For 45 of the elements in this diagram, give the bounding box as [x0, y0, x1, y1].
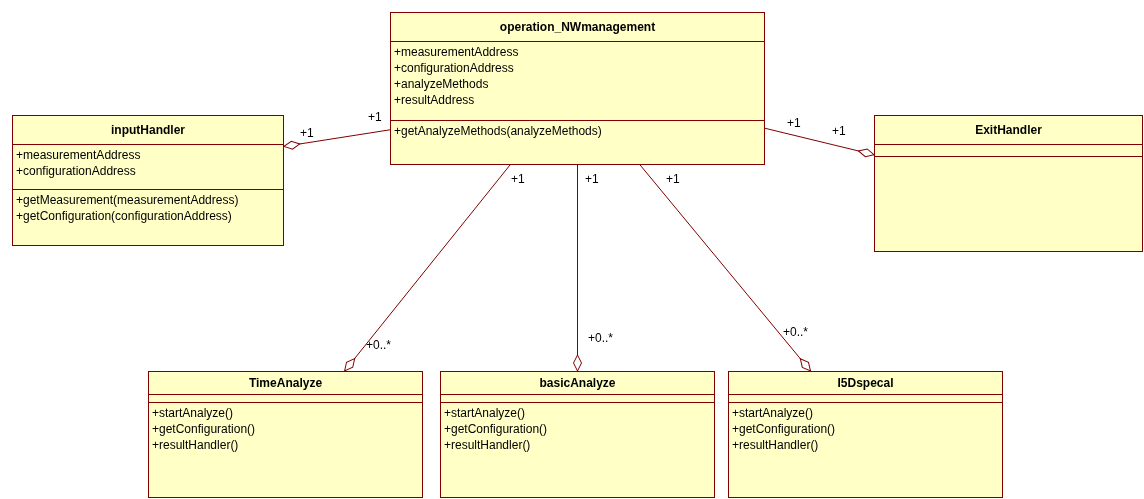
method-text: +resultHandler()	[444, 437, 531, 453]
method-text: +resultHandler()	[732, 437, 819, 453]
class-name: inputHandler	[111, 122, 185, 139]
method-text: +getConfiguration()	[152, 421, 256, 437]
multiplicity-label: +0..*	[366, 338, 392, 352]
method-text: +startAnalyze()	[444, 405, 526, 421]
aggregation-line	[283, 129, 391, 150]
method-text: +startAnalyze()	[732, 405, 814, 421]
class-name: I5Dspecal	[837, 375, 894, 392]
class-box	[390, 12, 765, 165]
method-text: +getMeasurement(measurementAddress)	[16, 192, 239, 208]
method-text: +getAnalyzeMethods(analyzeMethods)	[394, 123, 602, 139]
aggregation-line	[639, 164, 811, 372]
multiplicity-label: +0..*	[783, 325, 809, 339]
attribute-text: +configurationAddress	[394, 60, 514, 76]
aggregation-line	[573, 164, 582, 372]
multiplicity-label: +1	[666, 172, 680, 186]
method-text: +getConfiguration()	[444, 421, 548, 437]
attribute-text: +resultAddress	[394, 92, 475, 108]
aggregation-line	[764, 127, 875, 158]
class-box	[728, 371, 1003, 498]
attribute-text: +analyzeMethods	[394, 76, 489, 92]
multiplicity-label: +1	[832, 124, 846, 138]
aggregation-line	[344, 164, 511, 372]
multiplicity-label: +1	[511, 172, 525, 186]
method-text: +startAnalyze()	[152, 405, 234, 421]
method-text: +getConfiguration(configurationAddress)	[16, 208, 232, 224]
class-box	[440, 371, 715, 498]
attribute-text: +configurationAddress	[16, 163, 136, 179]
class-name: TimeAnalyze	[248, 375, 323, 392]
multiplicity-label: +1	[300, 126, 314, 140]
class-name: ExitHandler	[975, 122, 1042, 139]
multiplicity-label: +1	[368, 110, 382, 124]
class-name: basicAnalyze	[539, 375, 616, 392]
multiplicity-label: +1	[585, 172, 599, 186]
multiplicity-label: +1	[787, 116, 801, 130]
class-box	[874, 115, 1143, 252]
multiplicity-label: +0..*	[588, 331, 614, 345]
class-box	[12, 115, 284, 246]
attribute-text: +measurementAddress	[394, 44, 519, 60]
attribute-text: +measurementAddress	[16, 147, 141, 163]
class-name: operation_NWmanagement	[499, 19, 656, 36]
method-text: +getConfiguration()	[732, 421, 836, 437]
method-text: +resultHandler()	[152, 437, 239, 453]
class-box	[148, 371, 423, 498]
